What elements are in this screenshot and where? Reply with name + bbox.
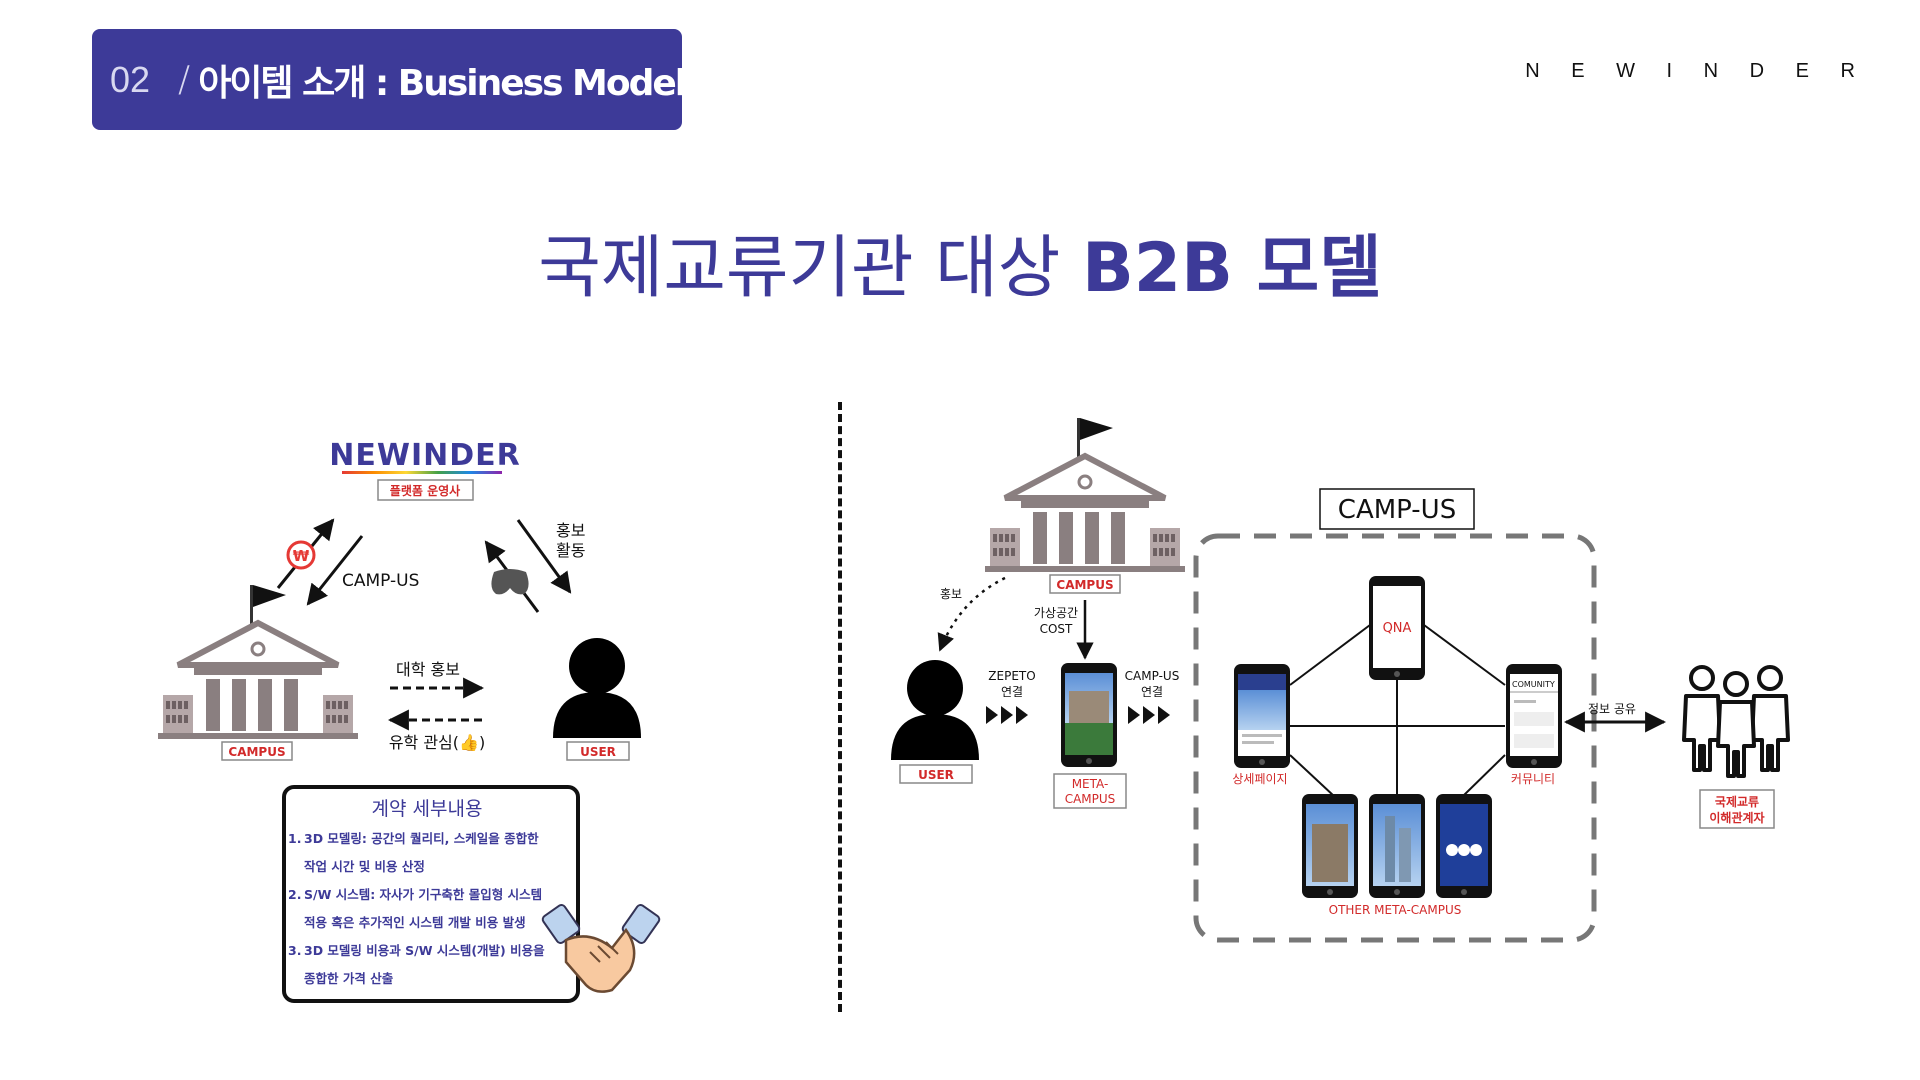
meta-campus-phone — [1061, 663, 1117, 767]
user-right-label-box — [899, 764, 973, 784]
campus-label-box — [221, 741, 293, 761]
contract-item-2-line1: S/W 시스템: 자사가 기구축한 몰입형 시스템 — [304, 887, 542, 902]
campus-right-label: CAMPUS — [1056, 578, 1113, 592]
page-title: 국제교류기관 대상 B2B 모델 — [0, 212, 1920, 311]
contract-item-1-line2: 작업 시간 및 비용 산정 — [304, 859, 425, 874]
meta-campus-label-box — [1053, 773, 1127, 809]
user-label: USER — [580, 745, 616, 759]
campus-building-icon — [158, 585, 358, 739]
other-campus-phone-1 — [1302, 794, 1358, 898]
contract-item-1-line1: 3D 모델링: 공간의 퀄리티, 스케일을 종합한 — [304, 831, 539, 846]
section-number: 02 — [110, 58, 151, 100]
meta-campus-label-2: CAMPUS — [1065, 792, 1116, 806]
handshake-icon — [541, 904, 661, 993]
campus-us-label: CAMP-US — [342, 571, 419, 591]
newinder-logo: NEWINDER — [329, 438, 520, 473]
network-lines — [1289, 624, 1506, 800]
info-share-label: 정보 공유 — [1588, 702, 1636, 716]
svg-text:₩: ₩ — [293, 547, 310, 565]
section-divider — [838, 402, 842, 1012]
contract-item-3-line1: 3D 모델링 비용과 S/W 시스템(개발) 비용을 — [304, 943, 545, 958]
section-slash: / — [178, 59, 191, 100]
univ-promo-label: 대학 홍보 — [396, 660, 460, 679]
won-icon — [286, 540, 316, 570]
triple-arrow-zepeto-icon — [986, 706, 1028, 724]
platform-title-box — [1319, 488, 1475, 530]
meta-campus-label-1: META- — [1072, 777, 1109, 791]
user-right-person-icon — [891, 660, 979, 760]
platform-title: CAMP-US — [1338, 495, 1456, 525]
promo-label-2: 활동 — [556, 541, 585, 560]
operator-label-box — [377, 479, 474, 501]
virtual-cost-label-2: COST — [1040, 622, 1073, 636]
user-right-label: USER — [918, 768, 954, 782]
arrow-operator-to-user — [516, 519, 572, 594]
community-phone: COMUNITY — [1506, 664, 1562, 768]
study-interest-label: 유학 관심(👍) — [389, 733, 485, 752]
other-meta-campus-label: OTHER META-CAMPUS — [1329, 903, 1462, 917]
campus-label: CAMPUS — [228, 745, 285, 759]
page-title-emphasis: B2B 모델 — [1081, 229, 1382, 308]
contract-box — [282, 785, 580, 1003]
other-campus-phone-2 — [1369, 794, 1425, 898]
contract-item-2-num: 2. — [288, 887, 301, 902]
campus-us-link-label-1: CAMP-US — [1125, 669, 1180, 683]
stakeholder-label-box — [1699, 789, 1775, 829]
user-person-icon — [553, 638, 641, 738]
detail-page-label: 상세페이지 — [1232, 772, 1287, 786]
stakeholder-label-2: 이해관계자 — [1709, 810, 1764, 825]
community-label: 커뮤니티 — [1511, 772, 1555, 786]
platform-dashed-box — [1193, 533, 1597, 943]
stakeholders-group-icon — [1682, 665, 1790, 778]
logo-underline — [342, 471, 502, 474]
section-badge: 02 / 아이템 소개 : Business Model — [92, 29, 687, 130]
campus-us-link-label-2: 연결 — [1141, 685, 1163, 699]
contract-item-1-num: 1. — [288, 831, 301, 846]
contract-item-2-line2: 적용 혹은 추가적인 시스템 개발 비용 발생 — [304, 915, 526, 930]
zepeto-label-1: ZEPETO — [988, 669, 1035, 683]
contract-item-3-line2: 종합한 가격 산출 — [304, 971, 394, 986]
section-title: 아이템 소개 : Business Model — [198, 62, 687, 104]
contract-item-3-num: 3. — [288, 943, 301, 958]
virtual-cost-label-1: 가상공간 — [1034, 606, 1078, 620]
zepeto-label-2: 연결 — [1001, 685, 1023, 699]
community-screen-header: COMUNITY — [1512, 680, 1555, 689]
other-campus-phone-3 — [1436, 794, 1492, 898]
contract-title: 계약 세부내용 — [372, 798, 483, 820]
detail-page-phone — [1234, 664, 1290, 768]
qna-label: QNA — [1383, 621, 1412, 636]
promo-label-1: 홍보 — [556, 521, 585, 540]
operator-label: 플랫폼 운영사 — [390, 483, 460, 498]
triple-arrow-campus-us-icon — [1128, 706, 1170, 724]
stakeholder-label-1: 국제교류 — [1715, 795, 1759, 809]
brand-logo-text: N E W I N D E R — [1525, 60, 1868, 82]
page-title-main: 국제교류기관 대상 — [538, 229, 1082, 308]
campus-right-label-box — [1049, 574, 1121, 594]
gamepad-icon — [491, 569, 529, 595]
campus-building-right-icon — [985, 418, 1185, 572]
promo-dotted-arrow — [937, 576, 1006, 652]
user-label-box — [566, 741, 630, 761]
arrow-operator-to-campus — [306, 535, 364, 606]
promo-right-label: 홍보 — [940, 587, 962, 601]
